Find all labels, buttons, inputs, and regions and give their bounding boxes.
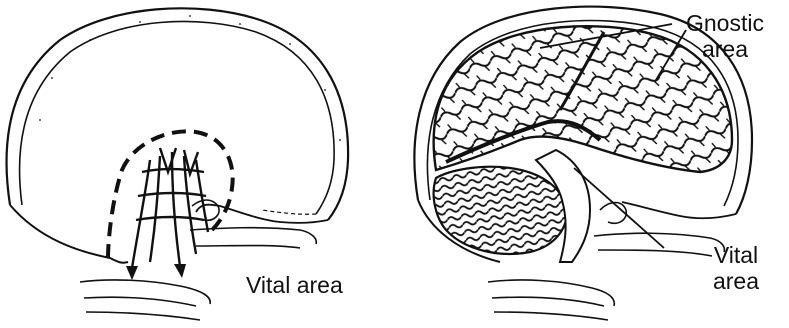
vital-label-line1: Vital bbox=[696, 242, 776, 268]
left-brainstem-tracts bbox=[132, 148, 208, 268]
gnostic-area-label: Gnostic area bbox=[670, 10, 780, 62]
gnostic-label-line2: area bbox=[670, 36, 780, 62]
left-vital-area-outline bbox=[108, 131, 233, 258]
left-arrowheads bbox=[126, 264, 186, 280]
vital-area-label-right: Vital area bbox=[696, 242, 776, 294]
vital-label-line2: area bbox=[696, 268, 776, 294]
gnostic-label-line1: Gnostic bbox=[670, 10, 780, 36]
cerebellum bbox=[434, 167, 567, 254]
left-skull-inner bbox=[20, 21, 335, 214]
vital-area-label-left: Vital area bbox=[246, 272, 343, 298]
left-skull-outer bbox=[7, 8, 349, 220]
